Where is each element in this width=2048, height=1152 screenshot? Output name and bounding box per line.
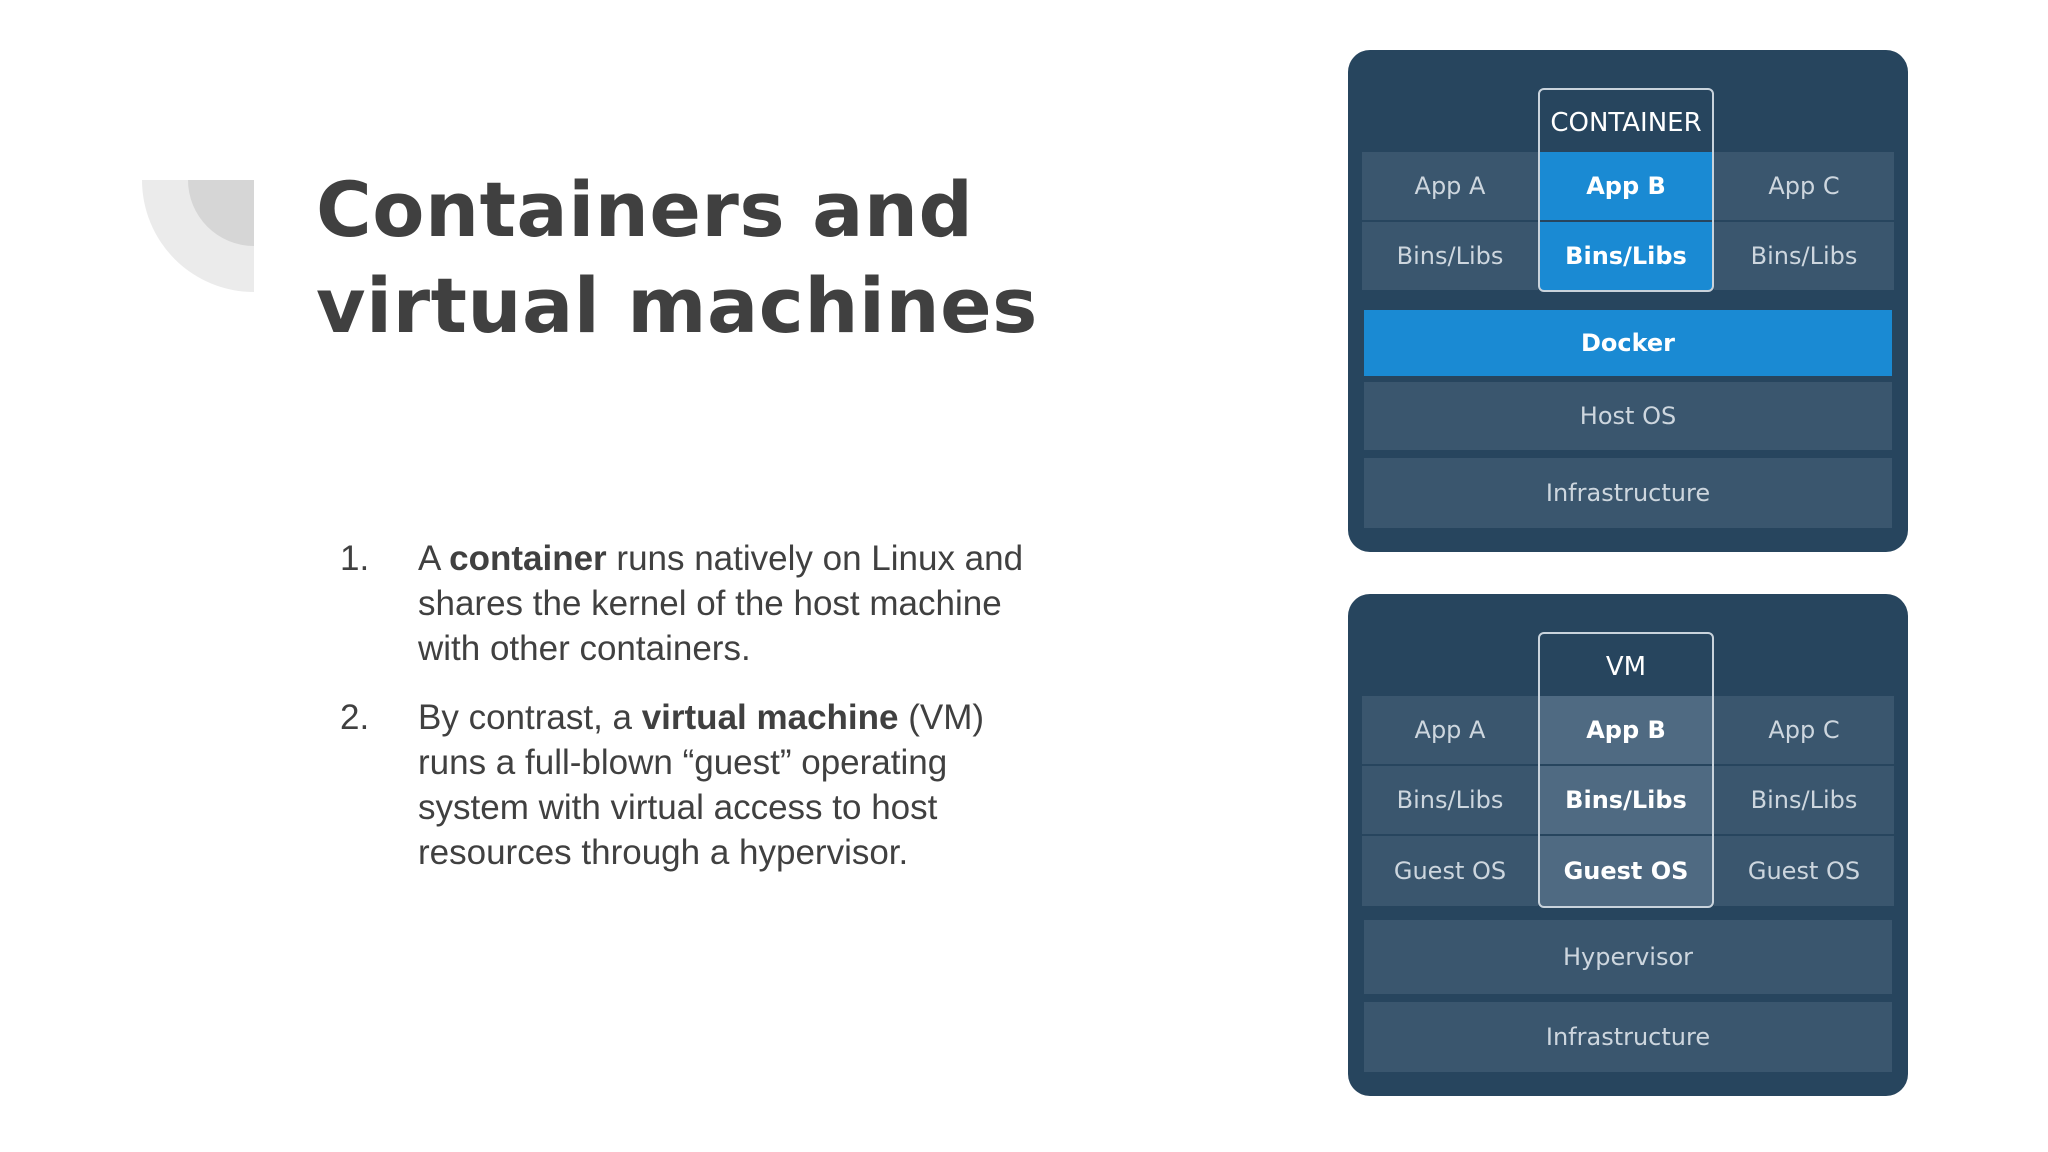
title-line-1: Containers and: [316, 165, 974, 254]
container-infrastructure-layer: Infrastructure: [1364, 458, 1892, 528]
list-text-pre: A: [418, 539, 450, 578]
container-label: CONTAINER: [1540, 90, 1712, 156]
vm-guest-os-b: Guest OS: [1540, 836, 1712, 906]
slide-title: Containers and virtual machines: [316, 162, 1038, 354]
list-number: 2.: [340, 698, 370, 737]
container-bins-b: Bins/Libs: [1540, 222, 1712, 290]
vm-bins-a: Bins/Libs: [1362, 766, 1538, 834]
host-os-layer: Host OS: [1364, 382, 1892, 450]
vm-app-c: App C: [1714, 696, 1894, 764]
hypervisor-layer: Hypervisor: [1364, 920, 1892, 994]
vm-app-a: App A: [1362, 696, 1538, 764]
vm-app-b: App B: [1540, 696, 1712, 764]
title-line-2: virtual machines: [316, 261, 1038, 350]
decorative-quarter-circle: [142, 180, 254, 292]
container-app-b: App B: [1540, 152, 1712, 220]
vm-infrastructure-layer: Infrastructure: [1364, 1002, 1892, 1072]
container-app-a: App A: [1362, 152, 1538, 220]
vm-bins-b: Bins/Libs: [1540, 766, 1712, 834]
list-number: 1.: [340, 539, 370, 578]
list-text-bold: virtual machine: [641, 698, 899, 737]
container-diagram: CONTAINER App A App B App C Bins/Libs Bi…: [1348, 50, 1908, 552]
vm-guest-os-c: Guest OS: [1714, 836, 1894, 906]
vm-label: VM: [1540, 634, 1712, 700]
vm-diagram: VM App A App B App C Bins/Libs Bins/Libs…: [1348, 594, 1908, 1096]
bullet-list: 1. A container runs natively on Linux an…: [340, 536, 1040, 899]
container-bins-c: Bins/Libs: [1714, 222, 1894, 290]
list-text-post: (VM) runs a full-blown “guest” operating…: [418, 698, 985, 872]
list-item: 1. A container runs natively on Linux an…: [340, 536, 1040, 671]
list-item: 2. By contrast, a virtual machine (VM) r…: [340, 695, 1040, 875]
list-text-post: runs natively on Linux and shares the ke…: [418, 539, 1024, 668]
container-app-c: App C: [1714, 152, 1894, 220]
vm-guest-os-a: Guest OS: [1362, 836, 1538, 906]
container-bins-a: Bins/Libs: [1362, 222, 1538, 290]
list-text-bold: container: [449, 539, 607, 578]
vm-bins-c: Bins/Libs: [1714, 766, 1894, 834]
docker-layer: Docker: [1364, 310, 1892, 376]
list-text-pre: By contrast, a: [418, 698, 642, 737]
